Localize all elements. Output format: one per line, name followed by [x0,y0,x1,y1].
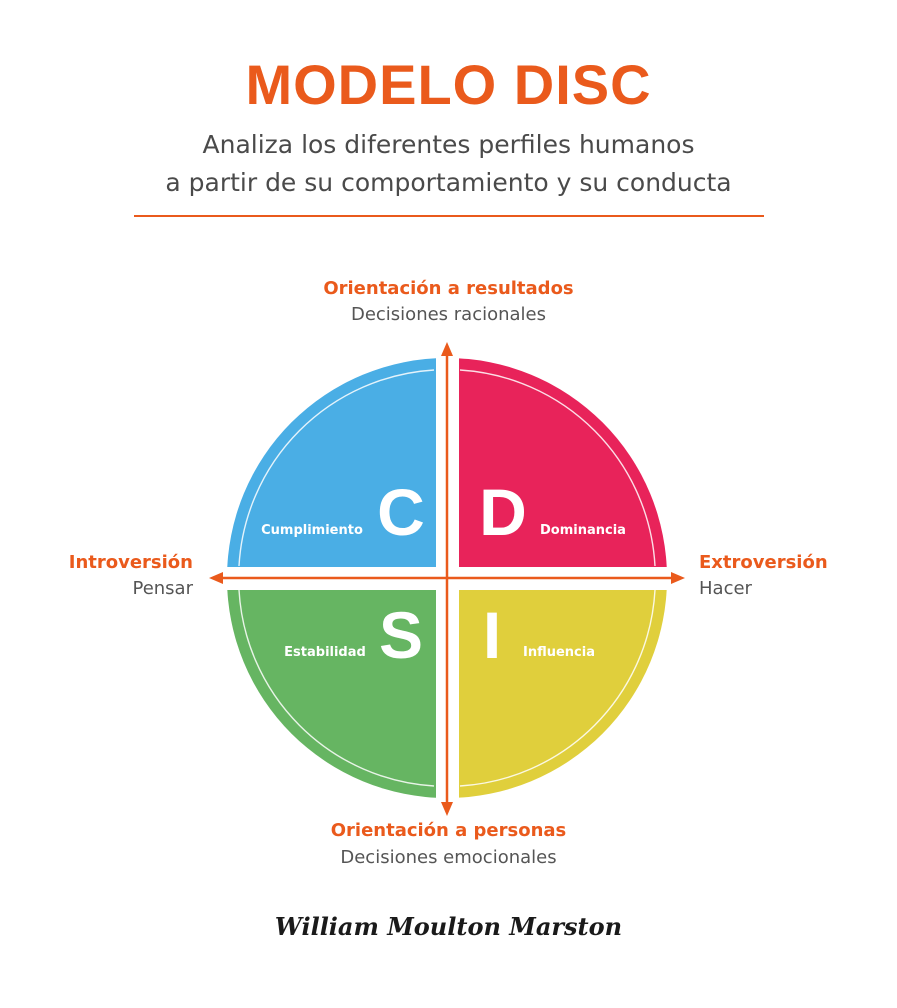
axis-left-subtitle: Pensar [132,578,193,599]
arrow-down-icon [441,802,453,816]
quadrant-s-inner-arc [238,589,435,787]
subtitle-line-1: Analiza los diferentes perfiles humanos [202,130,695,159]
quadrant-i-letter: I [483,598,501,672]
axis-bottom-title: Orientación a personas [330,820,567,841]
page-title: MODELO DISC [245,53,652,116]
axis-arrows [209,342,685,816]
axis-right-subtitle: Hacer [699,578,752,599]
quadrant-i-fill [459,590,667,798]
axis-left-title: Introversión [68,552,193,573]
arrow-up-icon [441,342,453,356]
subtitle-line-2: a partir de su comportamiento y su condu… [165,168,732,197]
arrow-right-icon [671,572,685,584]
axis-bottom-subtitle: Decisiones emocionales [340,847,557,868]
quadrant-c-name: Cumplimiento [261,523,363,538]
quadrant-c: Cumplimiento C [227,358,436,567]
axis-right-title: Extroversión [699,552,828,573]
quadrant-d-inner-arc [459,369,656,567]
author-signature: William Moulton Marston [274,912,623,941]
quadrant-c-inner-arc [238,369,435,567]
quadrant-d-name: Dominancia [540,523,626,538]
quadrant-i-inner-arc [459,589,656,787]
quadrant-s-fill [227,590,436,798]
quadrant-c-fill [227,358,436,567]
quadrant-d-letter: D [479,475,527,549]
title-divider [134,215,764,217]
quadrant-i-name: Influencia [523,645,595,660]
axis-top-title: Orientación a resultados [323,278,574,299]
quadrant-i: Influencia I [459,589,667,798]
axis-top-subtitle: Decisiones racionales [350,304,547,325]
arrow-left-icon [209,572,223,584]
quadrant-d-fill [459,358,667,567]
quadrant-s-letter: S [379,598,423,672]
quadrant-s: Estabilidad S [227,589,436,798]
quadrant-c-letter: C [377,475,425,549]
quadrant-s-name: Estabilidad [284,645,366,660]
quadrant-d: Dominancia D [459,358,667,567]
